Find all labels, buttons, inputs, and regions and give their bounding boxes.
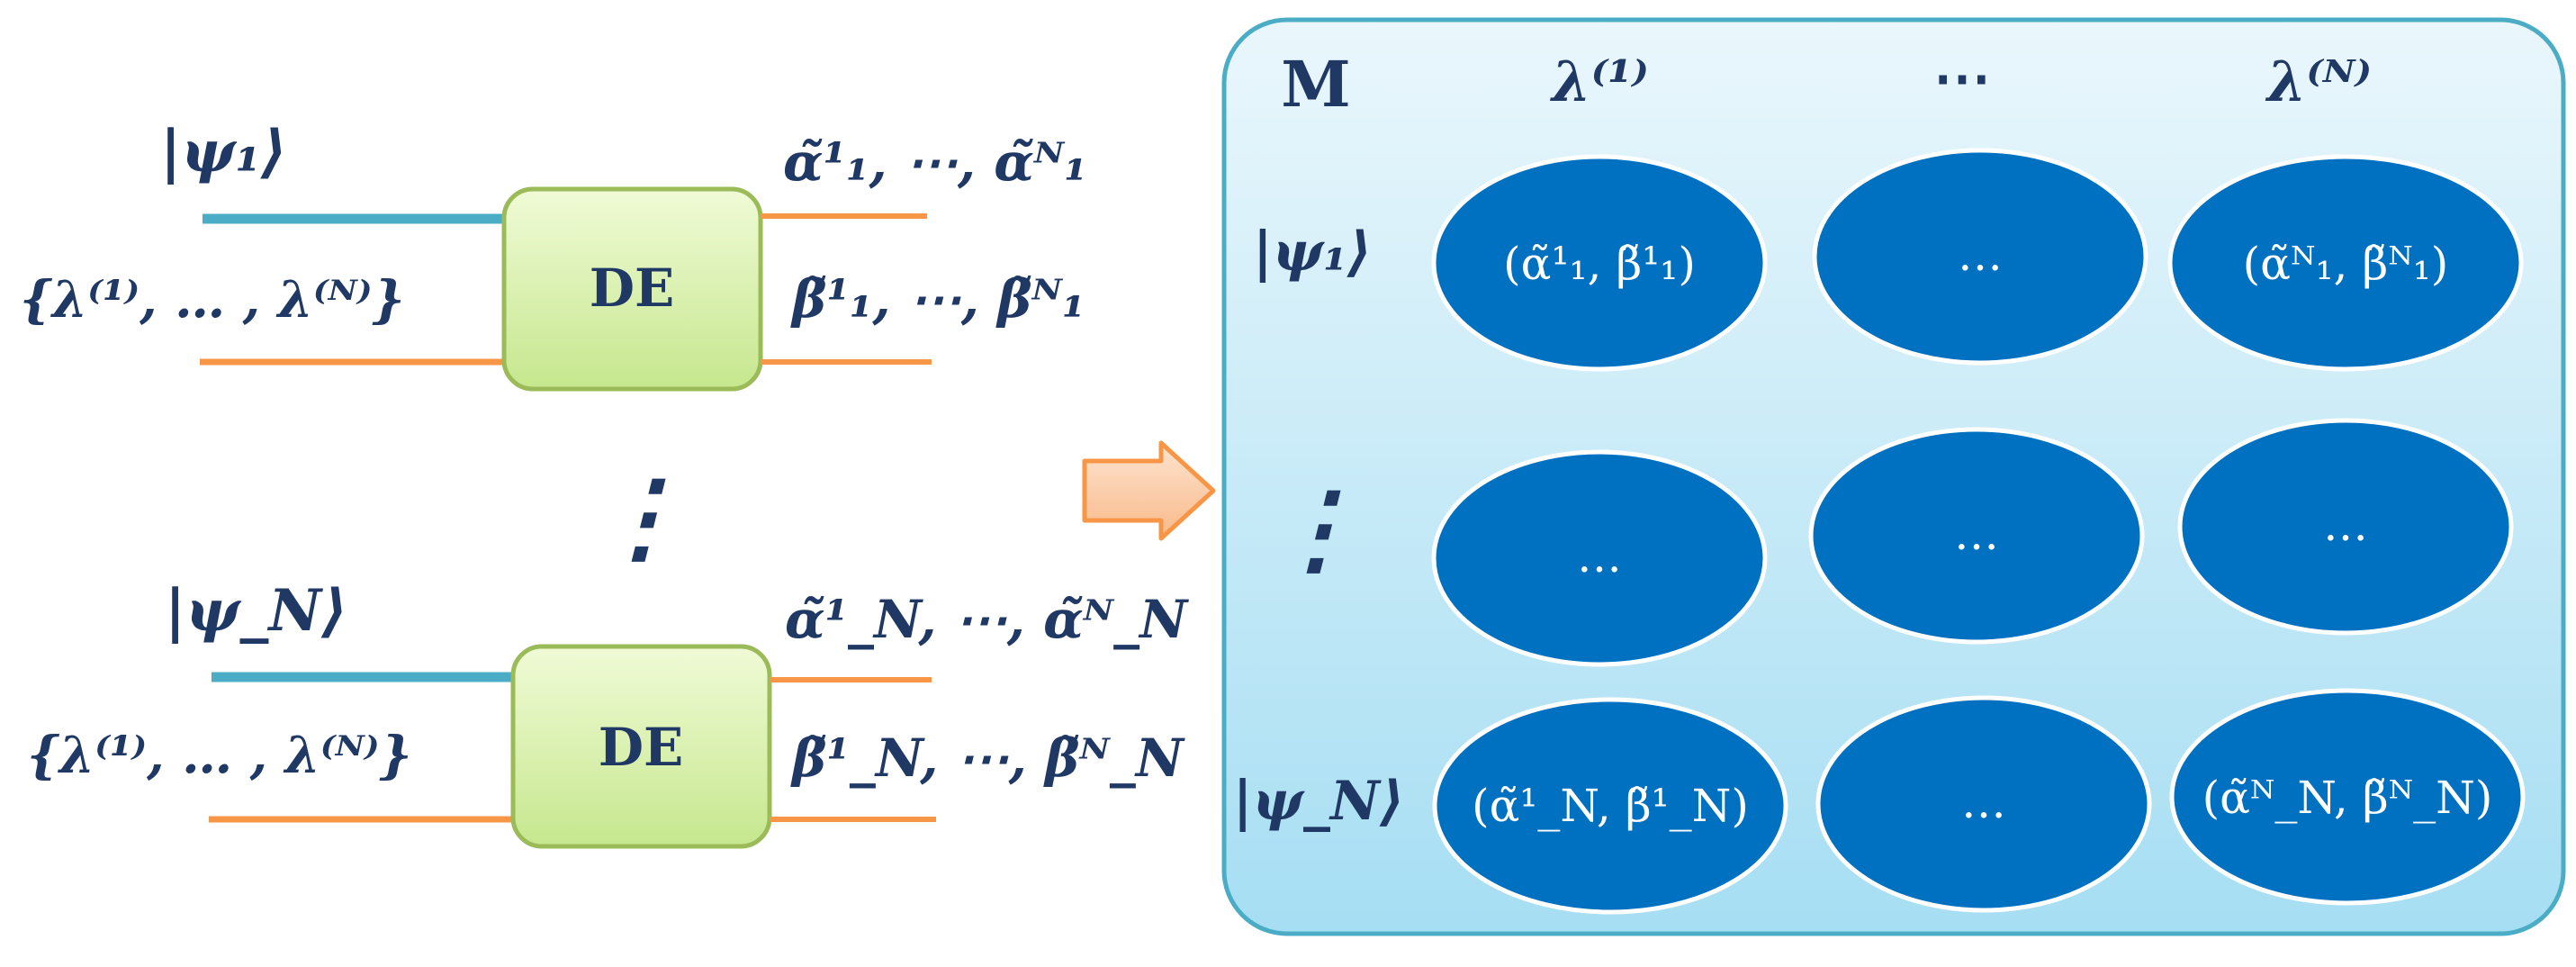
- de-block-1: |ψ₁⟩ {λ⁽¹⁾, … , λ⁽ᴺ⁾} DE α̃¹₁, ⋯, α̃ᴺ₁ β…: [20, 118, 1087, 392]
- matrix-cell-r1-c2: [1812, 148, 2148, 366]
- matrix-cell-r1-c2-label: …: [1958, 229, 2003, 281]
- matrix-panel: M λ⁽¹⁾ ⋯ λ⁽ᴺ⁾ |ψ₁⟩ ⋮ |ψ_N⟩ (α̃¹₁, β̃¹₁) …: [1221, 17, 2566, 936]
- matrix-cell-r1-c3: [2167, 154, 2524, 372]
- de-box-label-2: DE: [599, 717, 684, 778]
- vertical-ellipsis-left: ⋮: [591, 458, 690, 574]
- de-block-2: |ψ_N⟩ {λ⁽¹⁾, … , λ⁽ᴺ⁾} DE α̃¹_N, ⋯, α̃ᴺ_…: [27, 577, 1189, 849]
- alpha-output-label-2: α̃¹_N, ⋯, α̃ᴺ_N: [785, 589, 1189, 650]
- matrix-cell-r2-c3: [2177, 418, 2514, 636]
- matrix-title: M: [1281, 47, 1351, 122]
- matrix-cell-r3-c2-label: …: [1961, 776, 2006, 828]
- col-header-2: ⋯: [1933, 44, 1991, 112]
- alpha-output-label-1: α̃¹₁, ⋯, α̃ᴺ₁: [783, 131, 1087, 193]
- row-header-2: ⋮: [1266, 470, 1365, 586]
- param-set-label-2: {λ⁽¹⁾, … , λ⁽ᴺ⁾}: [27, 726, 412, 785]
- matrix-cell-r1-c1: [1431, 154, 1768, 372]
- beta-output-label-2: β̃¹_N, ⋯, β̃ᴺ_N: [790, 728, 1185, 789]
- matrix-cell-r2-c3-label: …: [2323, 499, 2368, 551]
- matrix-cell-r1-c3-label: (α̃ᴺ₁, β̃ᴺ₁): [2243, 238, 2449, 290]
- matrix-cell-r2-c2-label: …: [1954, 508, 1999, 560]
- param-set-label-1: {λ⁽¹⁾, … , λ⁽ᴺ⁾}: [20, 270, 405, 330]
- col-header-3: λ⁽ᴺ⁾: [2265, 49, 2372, 114]
- matrix-cell-r1-c1-label: (α̃¹₁, β̃¹₁): [1503, 238, 1696, 290]
- right-arrow-icon: [1082, 440, 1216, 541]
- matrix-cell-r3-c1: [1432, 697, 1788, 915]
- matrix-cell-r2-c2: [1808, 427, 2145, 645]
- matrix-cell-r3-c3-label: (α̃ᴺ_N, β̃ᴺ_N): [2202, 772, 2493, 824]
- de-box-label-1: DE: [590, 258, 675, 319]
- matrix-cell-r2-c1: [1431, 449, 1768, 667]
- de-box-1: [501, 186, 763, 392]
- row-header-1: |ψ₁⟩: [1253, 221, 1372, 284]
- de-box-2: [510, 644, 772, 849]
- beta-output-label-1: β̃¹₁, ⋯, β̃ᴺ₁: [790, 268, 1085, 330]
- matrix-cell-r3-c2: [1815, 695, 2152, 913]
- col-header-1: λ⁽¹⁾: [1549, 49, 1649, 114]
- matrix-cell-r3-c1-label: (α̃¹_N, β̃¹_N): [1472, 780, 1749, 832]
- matrix-cell-r2-c1-label: …: [1577, 530, 1622, 583]
- input-state-label-2: |ψ_N⟩: [165, 577, 347, 645]
- row-header-3: |ψ_N⟩: [1233, 770, 1405, 833]
- input-state-label-1: |ψ₁⟩: [160, 118, 287, 185]
- matrix-cell-r3-c3: [2169, 688, 2526, 906]
